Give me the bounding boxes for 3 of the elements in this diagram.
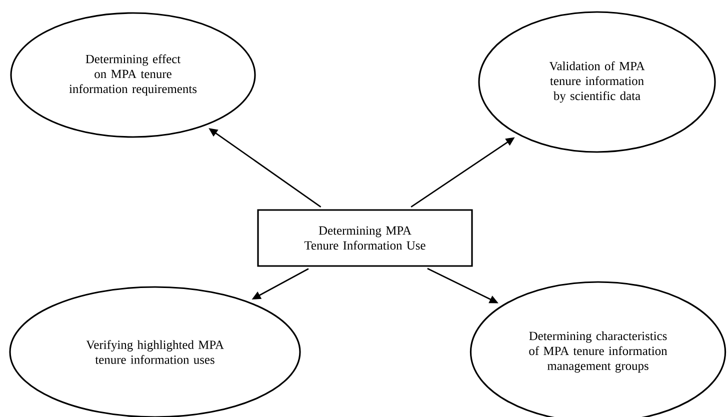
ellipse-node: Validation of MPA tenure information by scientific data	[478, 11, 716, 153]
ellipse-node: Determining effect on MPA tenure information requirements	[10, 12, 256, 138]
process-box: Determining MPA Tenure Information Use	[257, 209, 473, 267]
